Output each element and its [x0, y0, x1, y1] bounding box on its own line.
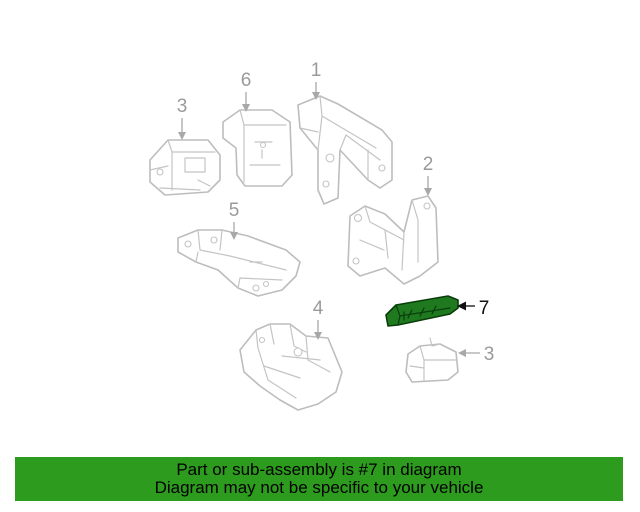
callout-3-lower: 3 [458, 344, 495, 365]
part-5-plate[interactable] [177, 229, 301, 297]
svg-text:3: 3 [177, 96, 188, 117]
part-7-highlighted[interactable] [385, 295, 459, 327]
callout-2: 2 [423, 154, 434, 196]
callout-3-upper: 3 [177, 96, 188, 140]
notice-banner: Part or sub-assembly is #7 in diagram Di… [15, 457, 623, 501]
part-4-lower-mount[interactable] [239, 323, 343, 411]
callout-7: 7 [457, 298, 490, 319]
callout-1: 1 [311, 60, 322, 100]
svg-text:5: 5 [229, 200, 240, 221]
callout-5: 5 [229, 200, 240, 240]
svg-text:7: 7 [479, 298, 490, 319]
banner-line-2: Diagram may not be specific to your vehi… [154, 478, 484, 497]
part-3-upper-mount[interactable] [149, 139, 221, 196]
banner-line-1: Part or sub-assembly is #7 in diagram [176, 460, 462, 479]
part-1-bracket[interactable] [297, 95, 393, 205]
part-3-lower-mount[interactable] [405, 337, 459, 383]
svg-text:1: 1 [311, 60, 322, 81]
svg-text:2: 2 [423, 154, 434, 175]
callout-6: 6 [241, 70, 252, 112]
part-6-insulator[interactable] [222, 109, 293, 187]
part-2-side-bracket[interactable] [347, 195, 439, 285]
svg-text:4: 4 [313, 298, 324, 319]
callout-4: 4 [313, 298, 324, 340]
svg-text:6: 6 [241, 70, 252, 91]
svg-text:3: 3 [484, 344, 495, 365]
